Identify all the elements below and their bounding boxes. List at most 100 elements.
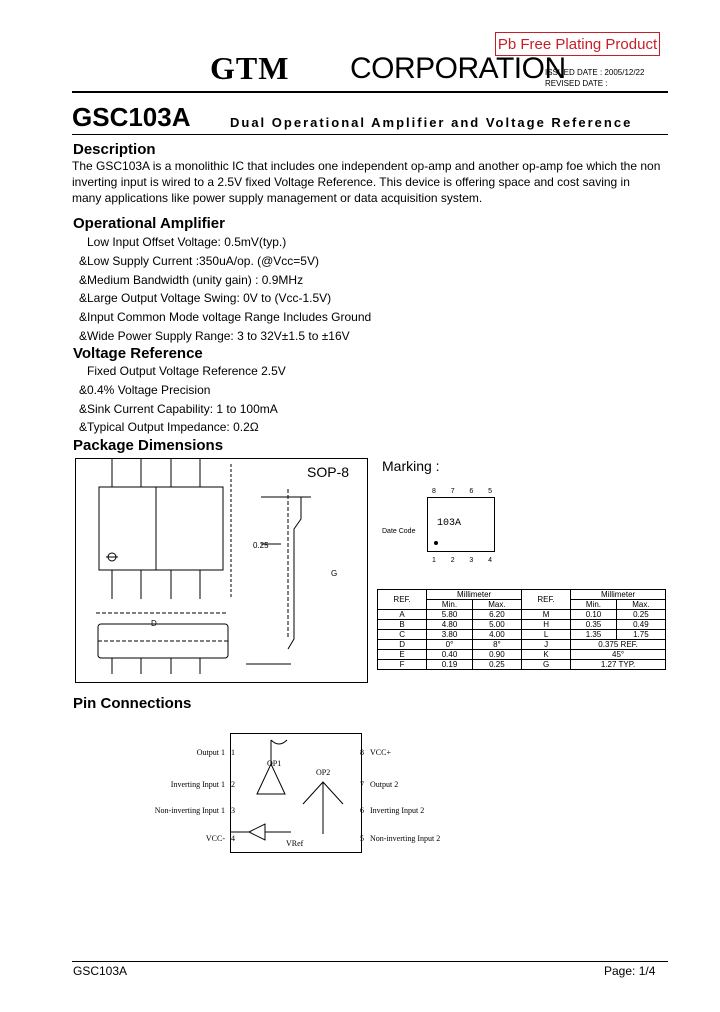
table-cell: K (520, 649, 572, 660)
opamp-feature: &Large Output Voltage Swing: 0V to (Vcc-… (79, 291, 332, 305)
pin-row-right: 7 Output 2 (360, 780, 490, 789)
description-line: The GSC103A is a monolithic IC that incl… (72, 159, 661, 173)
table-cell: C (376, 629, 428, 640)
vref-label: VRef (286, 839, 304, 848)
dimension-label: D (151, 619, 157, 628)
pin-number: 2 (450, 557, 455, 564)
table-header-millimeter: Millimeter (570, 589, 666, 600)
corporation-text: CORPORATION (350, 52, 566, 85)
date-code-label: Date Code (382, 528, 416, 535)
table-cell: 0.35 (570, 619, 617, 630)
package-drawing-frame: SOP-8 0.25 D G (75, 458, 368, 683)
description-line: inverting input is wired to a 2.5V fixed… (72, 175, 630, 189)
pin-number: 4 (488, 557, 492, 564)
marking-text: 103A (437, 518, 462, 529)
table-cell: 0.25 (471, 659, 522, 670)
footer-page-number: Page: 1/4 (604, 964, 656, 978)
description-heading: Description (73, 141, 156, 158)
opamp-feature: &Low Supply Current :350uA/op. (@Vcc=5V) (79, 254, 319, 268)
footer-part-number: GSC103A (73, 964, 128, 978)
table-header-max: Max. (615, 599, 667, 610)
table-header-ref: REF. (376, 589, 428, 610)
table-header-max: Max. (471, 599, 522, 610)
opamp-feature: &Wide Power Supply Range: 3 to 32V±1.5 t… (79, 329, 350, 343)
table-cell: E (376, 649, 428, 660)
table-cell: J (520, 639, 572, 650)
pin-number: 8 (360, 748, 364, 757)
pin-number: 6 (469, 488, 474, 495)
marking-top-pins: 8 7 6 5 (432, 488, 492, 495)
pin-number: 5 (360, 834, 364, 843)
pin-number: 1 (231, 748, 235, 757)
table-cell: F (376, 659, 428, 670)
issue-dates: ISSUED DATE : 2005/12/22 REVISED DATE : (545, 67, 644, 89)
footer-rule (72, 961, 668, 962)
opamp-feature: &Medium Bandwidth (unity gain) : 0.9MHz (79, 273, 304, 287)
table-row: E 0.40 0.90 K 45° (376, 649, 666, 660)
description-text: The GSC103A is a monolithic IC that incl… (72, 158, 668, 206)
pinout-schematic (231, 739, 344, 841)
table-cell: 0.10 (570, 609, 617, 620)
table-cell: L (520, 629, 572, 640)
description-line: many applications like power supply mana… (72, 191, 483, 205)
issued-date: ISSUED DATE : 2005/12/22 (545, 68, 645, 77)
table-header-min: Min. (426, 599, 473, 610)
package-type-label: SOP-8 (307, 464, 350, 480)
table-cell: 0.25 (615, 609, 667, 620)
pin-label: Output 2 (370, 780, 399, 789)
pin-number: 3 (231, 806, 235, 815)
table-cell: 45° (570, 649, 666, 660)
vref-heading: Voltage Reference (73, 345, 203, 362)
vref-feature: Fixed Output Voltage Reference 2.5V (87, 364, 286, 378)
table-cell: 6.20 (471, 609, 522, 620)
table-cell: 1.75 (615, 629, 667, 640)
table-cell: 5.80 (426, 609, 473, 620)
pin-number: 7 (450, 488, 455, 495)
table-cell: 4.00 (471, 629, 522, 640)
table-cell: G (520, 659, 572, 670)
pin-label: Output 1 (196, 748, 225, 757)
table-cell: 1.27 TYP. (570, 659, 666, 670)
pin-row-right: 6 Inverting Input 2 (360, 806, 490, 815)
marking-bottom-pins: 1 2 3 4 (432, 557, 492, 564)
pin-connections-heading: Pin Connections (73, 695, 192, 712)
opamp-feature: &Input Common Mode voltage Range Include… (79, 310, 372, 324)
table-cell: D (376, 639, 428, 650)
table-row: B 4.80 5.00 H 0.35 0.49 (376, 619, 667, 630)
table-row: A 5.80 6.20 M 0.10 0.25 (376, 609, 667, 620)
pin-number: 8 (432, 488, 436, 495)
op2-label: OP2 (316, 768, 331, 777)
dimension-label: G (331, 569, 338, 578)
table-cell: 0.40 (426, 649, 473, 660)
pin-row-left: Inverting Input 1 2 (105, 780, 235, 789)
table-cell: M (520, 609, 572, 620)
pin-row-left: Output 1 1 (125, 748, 235, 757)
part-subtitle: Dual Operational Amplifier and Voltage R… (230, 115, 633, 130)
pin-number: 2 (231, 780, 235, 789)
table-row: D 0° 8° J 0.375 REF. (376, 639, 666, 650)
table-cell: 5.00 (471, 619, 522, 630)
vref-feature: &0.4% Voltage Precision (79, 383, 211, 397)
table-cell: H (520, 619, 572, 630)
pin-number: 4 (231, 834, 235, 843)
table-cell: 0.49 (615, 619, 667, 630)
revised-date: REVISED DATE : (545, 79, 608, 88)
part-number: GSC103A (72, 102, 191, 132)
pin-label: Non-inverting Input 1 (154, 806, 225, 815)
opamp-heading: Operational Amplifier (73, 215, 225, 232)
pin-number: 5 (488, 488, 492, 495)
pb-free-badge: Pb Free Plating Product (495, 32, 660, 56)
pin-number: 7 (360, 780, 364, 789)
company-logo-text: GTM (210, 50, 290, 86)
table-cell: B (376, 619, 428, 630)
table-cell: 4.80 (426, 619, 473, 630)
marking-chip: 103A (427, 497, 495, 552)
table-header-min: Min. (570, 599, 617, 610)
pin-number: 3 (469, 557, 474, 564)
table-header-millimeter: Millimeter (426, 589, 522, 600)
table-cell: 1.35 (570, 629, 617, 640)
table-cell: 3.80 (426, 629, 473, 640)
table-cell: 0.90 (471, 649, 522, 660)
opamp-feature: Low Input Offset Voltage: 0.5mV(typ.) (87, 235, 287, 249)
package-heading: Package Dimensions (73, 437, 224, 454)
